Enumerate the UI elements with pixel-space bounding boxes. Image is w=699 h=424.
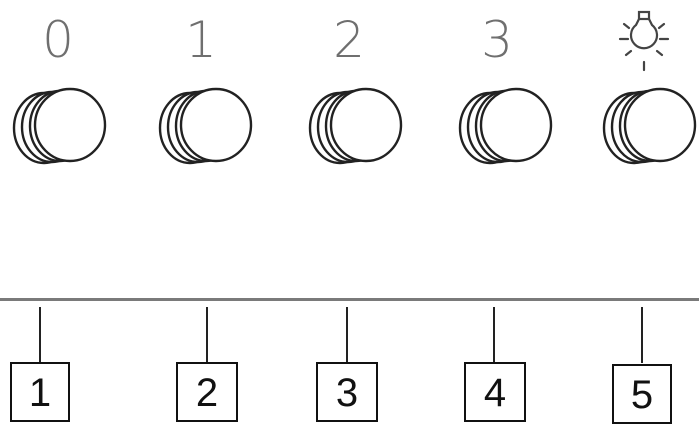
knob-button-0[interactable]: [12, 86, 110, 170]
knob-button-light[interactable]: [602, 86, 699, 170]
leader-line-4: [493, 307, 495, 363]
knob-button-1[interactable]: [158, 86, 256, 170]
leader-line-1: [39, 307, 41, 363]
callout-4: 4: [464, 362, 526, 422]
callout-2: 2: [176, 362, 238, 422]
setting-label-1: 1: [185, 11, 217, 69]
setting-label-3: 3: [481, 11, 513, 69]
knob-button-2[interactable]: [308, 86, 406, 170]
callout-5: 5: [612, 364, 672, 424]
callout-3: 3: [316, 362, 378, 422]
setting-label-2: 2: [333, 11, 365, 69]
leader-line-5: [641, 307, 643, 363]
panel-edge-line: [0, 298, 699, 301]
light-bulb-icon: [618, 10, 670, 72]
knob-button-3[interactable]: [458, 86, 556, 170]
leader-line-2: [206, 307, 208, 363]
control-panel: 0 1 2 3: [12, 10, 699, 170]
callout-1: 1: [10, 362, 70, 422]
setting-label-0: 0: [42, 11, 74, 69]
leader-line-3: [346, 307, 348, 363]
